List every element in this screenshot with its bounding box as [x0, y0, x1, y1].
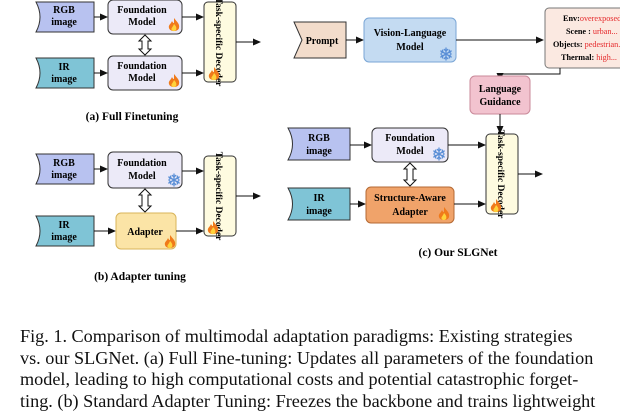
svg-text:Vision-Language: Vision-Language [374, 28, 447, 39]
svg-text:Foundation: Foundation [385, 133, 435, 144]
task-decoder-a: Task-specific Decoder [203, 0, 237, 87]
svg-text:Adapter: Adapter [127, 227, 163, 238]
svg-text:image: image [306, 206, 332, 217]
svg-text:IR: IR [58, 220, 70, 231]
svg-text:Model: Model [128, 17, 155, 28]
panel-a-title: (a) Full Finetuning [86, 111, 179, 123]
svg-text:Foundation: Foundation [117, 158, 167, 169]
svg-text:Language: Language [479, 84, 522, 95]
foundation-model-c: Foundation Model [371, 127, 449, 163]
svg-text:Model: Model [128, 73, 155, 84]
ir-image-input-b: IR image [35, 215, 95, 247]
rgb-label-a-2: image [51, 17, 77, 28]
prompt-node: Prompt [293, 21, 347, 59]
caption-line: ting. (b) Standard Adapter Tuning: Freez… [20, 390, 596, 411]
svg-text:Task-specific Decoder: Task-specific Decoder [495, 130, 505, 219]
task-decoder-b: Task-specific Decoder [203, 152, 237, 241]
panel-full-finetuning: RGB image IR image Foundation Model Foun… [35, 0, 261, 123]
foundation-model-top-a: Foundation Model [107, 0, 183, 35]
rgb-image-input-a: RGB image [35, 1, 95, 33]
svg-text:Task-specific Decoder: Task-specific Decoder [213, 0, 223, 87]
panel-slgnet: Prompt Vision-Language Model Env:overexp… [287, 7, 620, 259]
figure-caption: Fig. 1. Comparison of multimodal adaptat… [20, 326, 620, 412]
panel-adapter-tuning: RGB image IR image Foundation Model Adap… [35, 151, 261, 283]
svg-text:Model: Model [396, 42, 423, 53]
ir-image-input-c: IR image [287, 187, 351, 221]
svg-text:Env:overexposed...: Env:overexposed... [563, 14, 620, 23]
ir-label-a-1: IR [58, 62, 70, 73]
svg-text:Objects: pedestrian...: Objects: pedestrian... [553, 40, 620, 49]
vision-language-model: Vision-Language Model [363, 17, 457, 63]
bidirectional-arrow-c [402, 162, 418, 187]
svg-text:image: image [51, 232, 77, 243]
ir-image-input-a: IR image [35, 57, 95, 89]
bidirectional-arrow-a [137, 34, 153, 56]
rgb-image-input-c: RGB image [287, 127, 351, 161]
svg-text:Adapter: Adapter [392, 207, 428, 218]
task-decoder-c: Task-specific Decoder [485, 130, 519, 219]
caption-line: vs. our SLGNet. (a) Full Fine-tuning: Up… [20, 347, 594, 368]
svg-text:Task-specific Decoder: Task-specific Decoder [213, 152, 223, 241]
svg-text:Structure-Aware: Structure-Aware [374, 193, 446, 204]
svg-text:image: image [51, 170, 77, 181]
svg-text:image: image [306, 146, 332, 157]
bidirectional-arrow-b [137, 188, 153, 213]
svg-text:RGB: RGB [53, 158, 75, 169]
scene-description-card: Env:overexposed... Scene : urban... Obje… [544, 7, 620, 69]
panel-c-title: (c) Our SLGNet [418, 247, 497, 259]
svg-text:Model: Model [396, 146, 423, 157]
rgb-image-input-b: RGB image [35, 153, 95, 185]
foundation-model-b: Foundation Model [107, 151, 183, 189]
adapter-b: Adapter [115, 212, 177, 250]
svg-text:Guidance: Guidance [479, 97, 521, 108]
rgb-label-a-1: RGB [53, 5, 75, 16]
language-guidance: Language Guidance [469, 75, 531, 115]
foundation-model-bottom-a: Foundation Model [107, 55, 183, 91]
ir-label-a-2: image [51, 74, 77, 85]
svg-text:IR: IR [313, 193, 325, 204]
svg-text:Prompt: Prompt [306, 36, 339, 47]
svg-text:Foundation: Foundation [117, 61, 167, 72]
caption-line: model, leading to high computational cos… [20, 369, 579, 389]
svg-text:Foundation: Foundation [117, 5, 167, 16]
svg-text:Scene : urban...: Scene : urban... [566, 27, 618, 36]
panel-b-title: (b) Adapter tuning [94, 271, 186, 283]
caption-line: Fig. 1. Comparison of multimodal adaptat… [20, 326, 573, 346]
structure-aware-adapter: Structure-Aware Adapter [365, 186, 455, 224]
svg-text:Model: Model [128, 171, 155, 182]
svg-text:Thermal: high...: Thermal: high... [561, 53, 617, 62]
svg-text:RGB: RGB [308, 133, 330, 144]
